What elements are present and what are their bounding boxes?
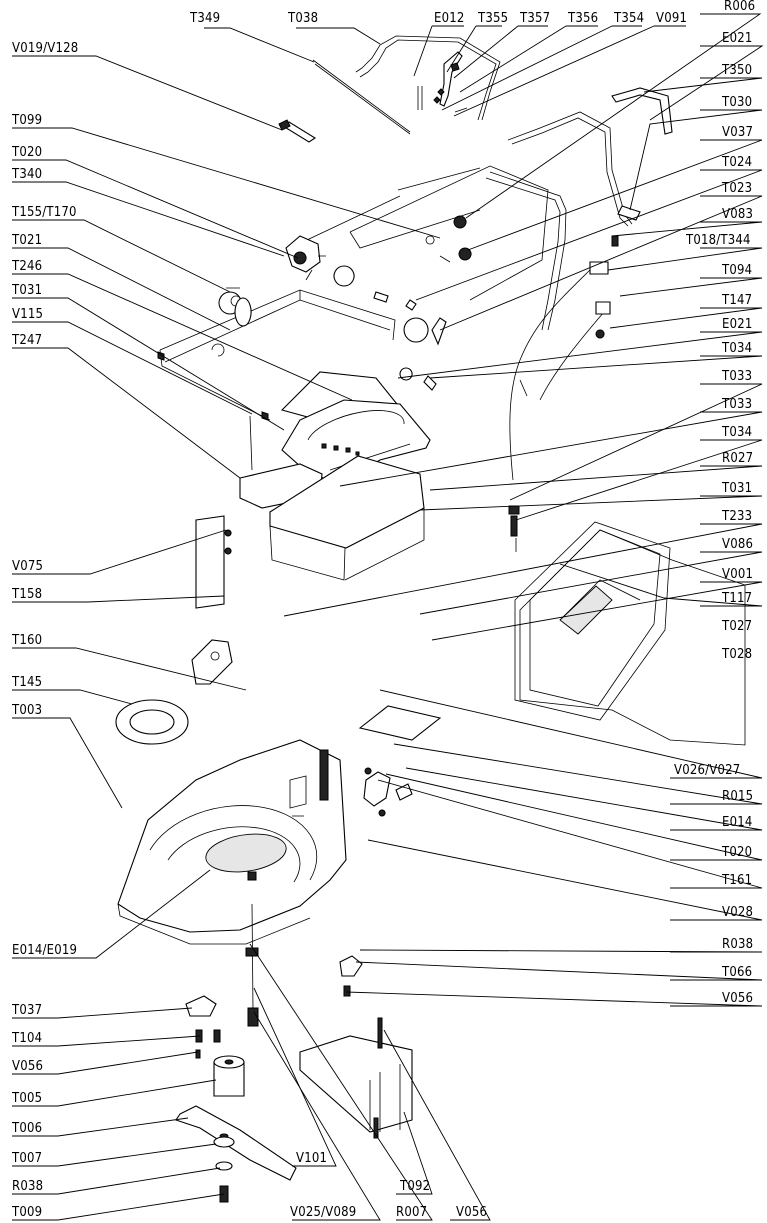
label-T246: T246 — [11, 259, 42, 274]
rear-bracket-drawing — [191, 639, 233, 685]
wheel-drawing — [234, 297, 252, 327]
label-T020-b: T020 — [721, 845, 752, 860]
mower-deck-drawing — [117, 739, 347, 933]
control-rod-drawing — [312, 59, 411, 135]
label-T033: T033 — [721, 369, 752, 384]
label-T003: T003 — [11, 703, 42, 718]
label-R038-b: R038 — [12, 1179, 43, 1194]
label-V001: V001 — [722, 567, 753, 582]
bag-frame-drawing — [514, 521, 671, 721]
label-T024: T024 — [721, 155, 752, 170]
label-E021-b: E021 — [722, 317, 753, 332]
label-E014: E014 — [722, 815, 753, 830]
label-T034: T034 — [721, 341, 752, 356]
label-R015: R015 — [722, 789, 753, 804]
leader-lines — [12, 13, 764, 1221]
blade-drawing — [175, 1105, 297, 1181]
label-T005: T005 — [11, 1091, 42, 1106]
label-T104: T104 — [11, 1031, 42, 1046]
label-T006: T006 — [11, 1121, 42, 1136]
handle-frame-drawing — [289, 167, 567, 331]
label-T350: T350 — [721, 63, 752, 78]
label-T018-T344: T018/T344 — [685, 233, 751, 248]
label-V025-V089: V025/V089 — [290, 1205, 356, 1220]
label-V083: V083 — [722, 207, 753, 222]
label-T094: T094 — [721, 263, 752, 278]
label-V056-b: V056 — [722, 991, 753, 1006]
label-T356: T356 — [567, 11, 598, 26]
label-T033-b: T033 — [721, 397, 752, 412]
label-T158: T158 — [11, 587, 42, 602]
label-T021: T021 — [11, 233, 42, 248]
label-T023: T023 — [721, 181, 752, 196]
label-T099: T099 — [11, 113, 42, 128]
label-T145: T145 — [11, 675, 42, 690]
parts-drawing — [115, 35, 746, 1203]
label-T092: T092 — [399, 1179, 430, 1194]
label-T161: T161 — [721, 873, 752, 888]
label-T349: T349 — [189, 11, 220, 26]
label-E021: E021 — [722, 31, 753, 46]
side-plate-drawing — [195, 515, 225, 609]
spindle-drawing — [251, 903, 254, 1011]
hinge-plate-drawing — [358, 705, 442, 741]
label-E012: E012 — [434, 11, 465, 26]
label-T233: T233 — [721, 509, 752, 524]
label-T147: T147 — [721, 293, 752, 308]
label-T038: T038 — [287, 11, 318, 26]
label-T066: T066 — [721, 965, 752, 980]
label-V028: V028 — [722, 905, 753, 920]
label-T028: T028 — [721, 647, 752, 662]
rear-cover-outline-drawing — [349, 165, 549, 301]
label-R006: R006 — [724, 0, 755, 14]
label-V086: V086 — [722, 537, 753, 552]
label-T020: T020 — [11, 145, 42, 160]
label-V019-V128: V019/V128 — [12, 41, 78, 56]
label-T247: T247 — [11, 333, 42, 348]
label-V101: V101 — [296, 1151, 327, 1166]
label-R007: R007 — [396, 1205, 427, 1220]
label-T117: T117 — [721, 591, 752, 606]
handle-lever-drawing — [439, 51, 463, 107]
label-T030: T030 — [721, 95, 752, 110]
label-E014-E019: E014/E019 — [12, 943, 77, 958]
label-R027: R027 — [722, 451, 753, 466]
label-V056: V056 — [12, 1059, 43, 1074]
label-V115: V115 — [12, 307, 43, 322]
label-T007: T007 — [11, 1151, 42, 1166]
label-T354: T354 — [613, 11, 644, 26]
label-T027: T027 — [721, 619, 752, 634]
control-cable-drawing — [509, 261, 605, 481]
label-T037: T037 — [11, 1003, 42, 1018]
label-T160: T160 — [11, 633, 42, 648]
label-T031-b: T031 — [721, 481, 752, 496]
lower-handle-drawing — [507, 111, 633, 227]
label-V026-V027: V026/V027 — [674, 763, 740, 778]
label-T340: T340 — [11, 167, 42, 182]
height-adjuster-drawing — [333, 265, 355, 287]
rear-flap-drawing — [299, 1035, 413, 1133]
part-labels: T349 T038 E012 T355 T357 T356 T354 V091 … — [11, 0, 755, 1220]
label-T031: T031 — [11, 283, 42, 298]
label-V056-c: V056 — [456, 1205, 487, 1220]
upper-handle-drawing — [355, 35, 501, 121]
label-T357: T357 — [519, 11, 550, 26]
label-V091: V091 — [656, 11, 687, 26]
lower-frame-drawing — [159, 289, 396, 421]
label-T155-T170: T155/T170 — [11, 205, 77, 220]
label-R038: R038 — [722, 937, 753, 952]
label-V037: V037 — [722, 125, 753, 140]
blade-bracket-drawing — [185, 995, 217, 1017]
label-T355: T355 — [477, 11, 508, 26]
label-T034-b: T034 — [721, 425, 752, 440]
label-V075: V075 — [12, 559, 43, 574]
label-T009: T009 — [11, 1205, 42, 1220]
blade-washer-drawing — [213, 1136, 235, 1148]
